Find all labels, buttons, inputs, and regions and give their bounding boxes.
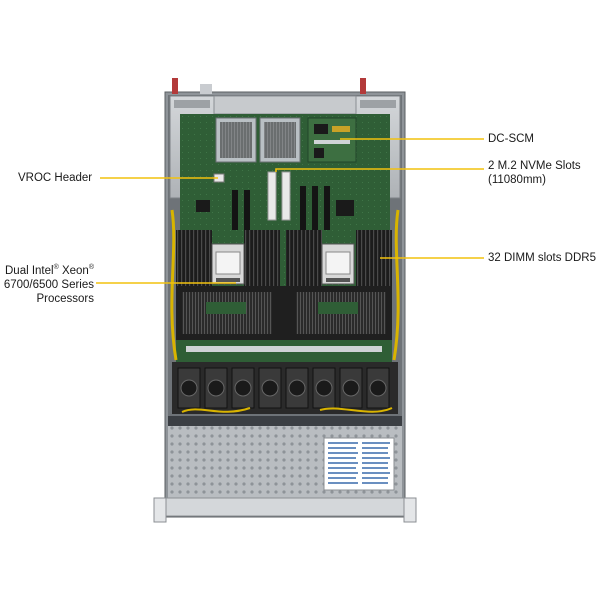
dc-scm-module: [307, 117, 357, 163]
sticker-text-line: [328, 457, 356, 459]
fan-rotor: [342, 379, 360, 397]
sticker-text-line: [328, 482, 358, 484]
dc-scm-label: DC-SCM: [488, 133, 534, 145]
processor-left: [211, 243, 245, 285]
processors-label-line2: 6700/6500 Series: [3, 279, 94, 291]
dimm-banks: [176, 230, 392, 286]
sticker-text-line: [362, 442, 390, 444]
sticker-text-line: [362, 472, 390, 474]
processors-label-line3: Processors: [36, 293, 94, 305]
sticker-text-line: [328, 477, 356, 479]
rear-handle-right: [360, 78, 366, 94]
front-drive-area: [153, 416, 417, 523]
sticker-text-line: [328, 467, 356, 469]
sticker-text-line: [362, 447, 388, 449]
dimm-slots-label: 32 DIMM slots DDR5: [488, 252, 596, 264]
fan-rotor: [288, 379, 306, 397]
air-shroud: [176, 286, 392, 340]
sticker-text-line: [328, 452, 358, 454]
callout-dimm-slots: 32 DIMM slots DDR5: [488, 251, 596, 265]
vroc-header-label: VROC Header: [18, 172, 93, 184]
fan-rotor: [315, 379, 333, 397]
sticker-text-line: [328, 462, 358, 464]
sticker-text-line: [328, 442, 358, 444]
rear-handle-left: [172, 78, 178, 94]
fan-wall: [172, 362, 398, 414]
fan-rotor: [234, 379, 252, 397]
callout-processors: Dual Intel® Xeon® 6700/6500 Series Proce…: [0, 264, 94, 306]
callout-dc-scm: DC-SCM: [488, 132, 534, 146]
sticker-text-line: [362, 482, 388, 484]
fan-rotor: [369, 379, 387, 397]
sticker-text-line: [362, 452, 388, 454]
callout-lines: [96, 138, 484, 284]
callout-nvme-slots: 2 M.2 NVMe Slots (11080mm): [488, 159, 581, 187]
callout-line-nvme: [275, 168, 484, 172]
nvme-label-line2: (11080mm): [488, 174, 546, 186]
sticker-text-line: [362, 457, 390, 459]
processors-label-line1: Dual Intel® Xeon®: [5, 264, 94, 277]
callout-vroc-header: VROC Header: [18, 171, 92, 185]
sticker-text-line: [362, 467, 388, 469]
m2-nvme-slots: [267, 171, 291, 221]
nvme-label-line1: 2 M.2 NVMe Slots: [488, 160, 581, 172]
processor-right: [321, 243, 355, 285]
sticker-text-line: [328, 447, 356, 449]
fan-rotor: [207, 379, 225, 397]
fan-rotor: [180, 379, 198, 397]
sticker-text-line: [328, 472, 358, 474]
sticker-text-line: [362, 477, 388, 479]
fan-rotor: [261, 379, 279, 397]
sticker-text-line: [362, 462, 388, 464]
